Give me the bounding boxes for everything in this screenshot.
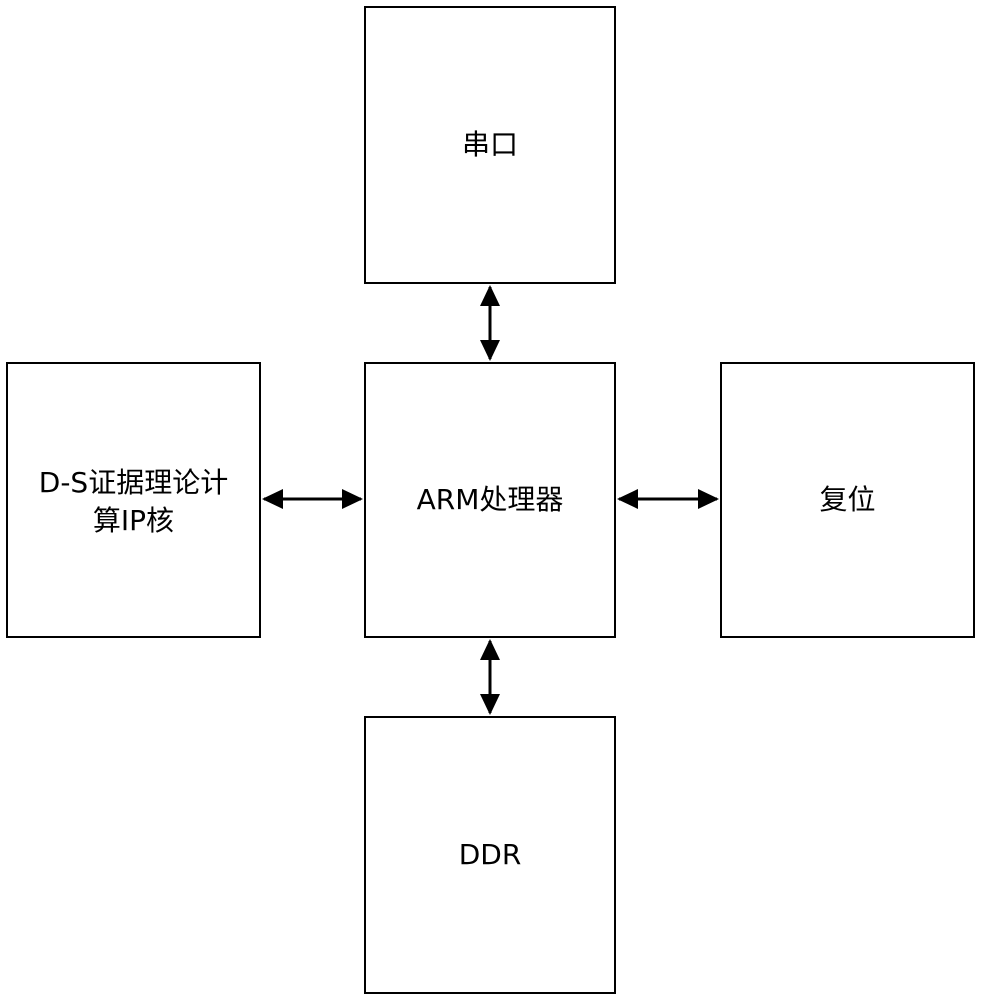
uart-block: 串口 [364,6,616,284]
ddr-label: DDR [458,838,522,871]
reset-block: 复位 [720,362,975,638]
ds-arm-arrow [262,489,363,509]
arm-processor-block: ARM处理器 [364,362,616,638]
ds-evidence-ip-core-block: D-S证据理论计 算IP核 [6,362,261,638]
arm-ddr-arrow [480,639,500,715]
arm-reset-arrow [617,489,719,509]
reset-label: 复位 [819,483,876,516]
arm-processor-label: ARM处理器 [416,483,564,516]
ddr-block: DDR [364,716,616,994]
ds-evidence-ip-core-label: D-S证据理论计 算IP核 [38,466,229,537]
uart-label: 串口 [461,128,518,161]
arm-uart-arrow [480,285,500,361]
